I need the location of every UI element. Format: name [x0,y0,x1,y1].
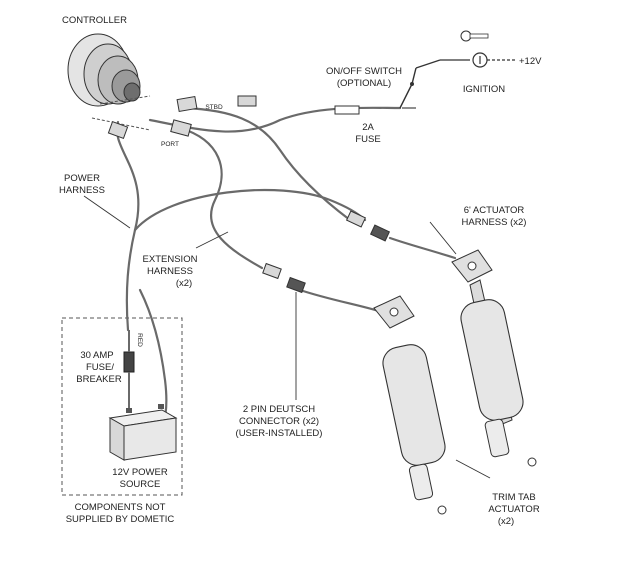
ignition [440,30,515,68]
power-source-source-label: SOURCE [120,479,161,490]
extension-harness-count-label: (x2) [176,278,192,289]
power-source-label: 12V POWER [112,467,168,478]
stbd-extension-connector [345,210,367,228]
battery [108,404,178,461]
stbd-label: STBD [205,104,223,111]
trim-tab-actuator-label: ACTUATOR [488,504,540,515]
port-deutsch-connector [286,276,306,294]
port-connector [170,119,192,137]
on-off-switch-label: ON/OFF SWITCH [326,66,402,77]
fuse-connector [237,95,257,107]
port-extension-connector [262,262,282,280]
extension-harness-harness-label: HARNESS [147,266,193,277]
red-wire-label: RED [136,333,143,347]
fuse-2a-wire [148,106,402,133]
fuse-2a-fuse-label: FUSE [355,134,380,145]
fuse-30a-fuse-label: FUSE/ [86,362,114,373]
stbd-connector [176,95,198,113]
port-label: PORT [161,141,179,148]
trim-tab-label: TRIM TAB [492,492,535,503]
controller-label: CONTROLLER [62,15,127,26]
actuator-port [373,295,447,515]
not-supplied-dometic-label: SUPPLIED BY DOMETIC [66,514,175,525]
not-supplied-boundary [61,317,183,496]
fuse-2a [334,105,360,115]
controller [67,33,151,131]
on-off-switch [399,59,441,109]
labels: CONTROLLER ON/OFF SWITCH (OPTIONAL) IGNI… [59,15,542,527]
extension-harness-label: EXTENSION [143,254,198,265]
power-harness-harness-label: HARNESS [59,185,105,196]
fuse-30a-breaker-label: BREAKER [76,374,122,385]
actuator-harness-label: 6' ACTUATOR [464,205,525,216]
trim-tab-count-label: (x2) [498,516,514,527]
inline-connectors [262,210,391,294]
leader-lines [83,195,491,479]
actuator-stbd [451,249,537,467]
controller-connectors [107,95,257,140]
power-harness-label: POWER [64,173,100,184]
fuse-2a-label: 2A [362,122,374,133]
extension-harness-wire [133,188,367,232]
not-supplied-label: COMPONENTS NOT [75,502,166,513]
actuator-harness-count-label: HARNESS (x2) [462,217,527,228]
stbd-harness-wire [183,106,352,222]
ignition-label: IGNITION [463,84,505,95]
power-connector [107,120,129,140]
deutsch-connector-user-label: (USER-INSTALLED) [236,428,323,439]
deutsch-connector-count-label: CONNECTOR (x2) [239,416,319,427]
stbd-actuator-wire [388,236,457,260]
fuse-30a-label: 30 AMP [80,350,113,361]
port-harness-wire [178,126,264,270]
key-icon [460,30,489,42]
deutsch-connector-label: 2 PIN DEUTSCH [243,404,315,415]
fuse-30a [123,330,135,408]
wires [115,106,457,442]
stbd-deutsch-connector [369,224,391,242]
plus-12v-label: +12V [519,56,542,67]
port-actuator-wire [298,288,384,314]
on-off-switch-optional-label: (OPTIONAL) [337,78,391,89]
